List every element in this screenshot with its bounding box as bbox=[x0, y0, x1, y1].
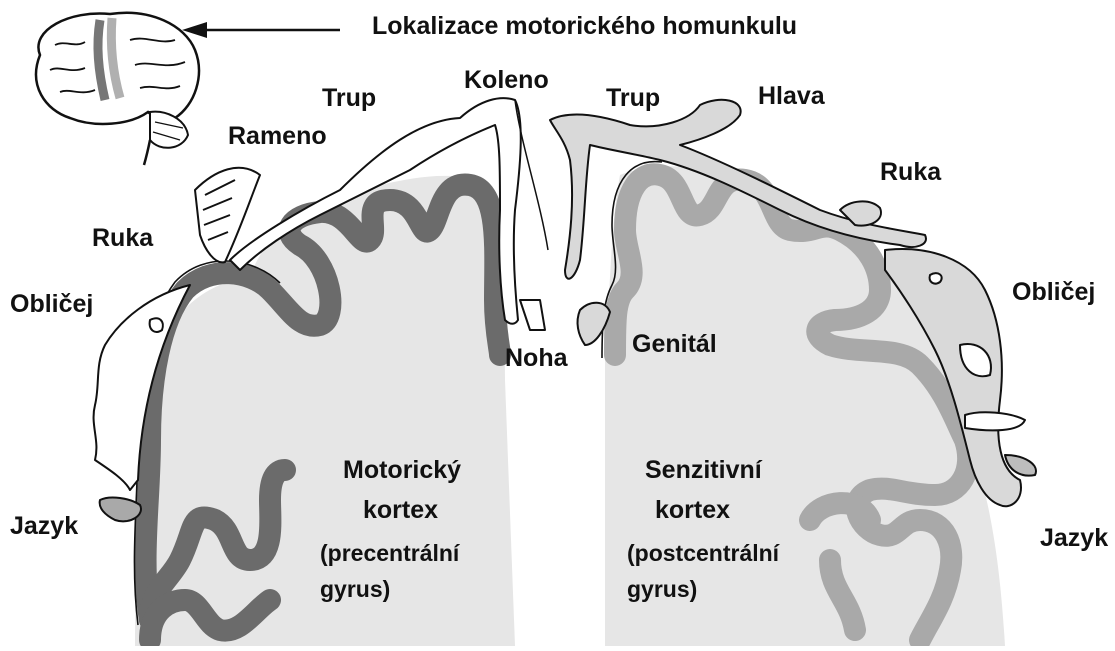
sensory-gyrus-line1: (postcentrální bbox=[627, 542, 779, 565]
sensory-label-trup: Trup bbox=[606, 86, 660, 111]
sensory-cortex-title-line1: Senzitivní bbox=[645, 458, 762, 483]
sensory-label-oblicej: Obličej bbox=[1012, 280, 1095, 305]
motor-label-trup: Trup bbox=[322, 86, 376, 111]
motor-label-rameno: Rameno bbox=[228, 124, 327, 149]
sensory-gyrus-line2: gyrus) bbox=[627, 578, 697, 601]
sensory-label-ruka: Ruka bbox=[880, 160, 941, 185]
sensory-label-hlava: Hlava bbox=[758, 84, 825, 109]
motor-label-oblicej: Obličej bbox=[10, 292, 93, 317]
sensory-label-jazyk: Jazyk bbox=[1040, 526, 1108, 551]
motor-label-jazyk: Jazyk bbox=[10, 514, 78, 539]
sensory-cortex-title-line2: kortex bbox=[655, 498, 730, 523]
motor-label-noha: Noha bbox=[505, 346, 568, 371]
motor-gyrus-line1: (precentrální bbox=[320, 542, 459, 565]
motor-label-ruka: Ruka bbox=[92, 226, 153, 251]
brain-icon bbox=[36, 13, 199, 165]
motor-cortex-title-line2: kortex bbox=[363, 498, 438, 523]
motor-gyrus-line2: gyrus) bbox=[320, 578, 390, 601]
motor-cortex-title-line1: Motorický bbox=[343, 458, 461, 483]
diagram-title: Lokalizace motorického homunkulu bbox=[372, 14, 797, 39]
sensory-label-genital: Genitál bbox=[632, 332, 717, 357]
motor-label-koleno: Koleno bbox=[464, 68, 549, 93]
arrow-left-icon bbox=[182, 22, 340, 38]
